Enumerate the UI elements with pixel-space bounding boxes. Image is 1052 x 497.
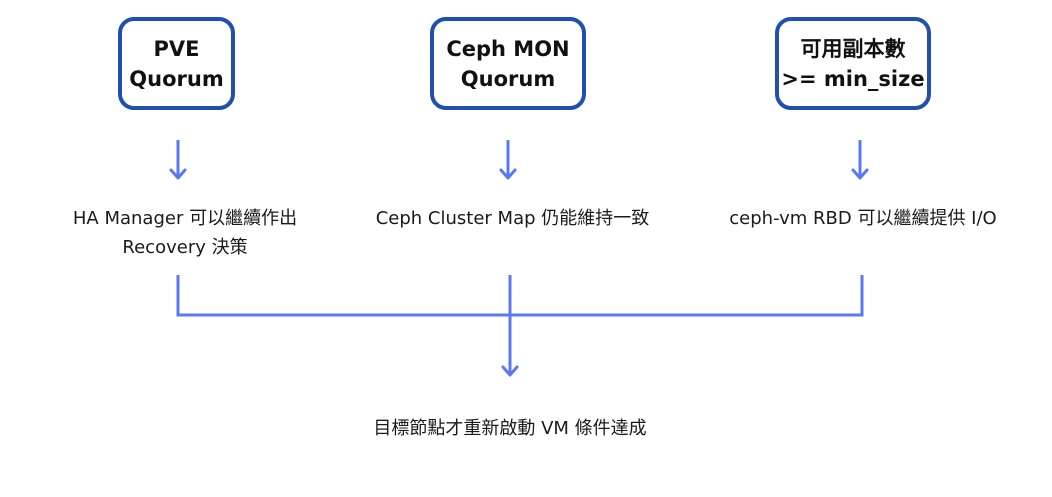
node-size-line-2: >= min_size xyxy=(781,66,925,91)
arrow-mon-to-outcome xyxy=(499,140,517,180)
node-pve-line-2: Quorum xyxy=(129,66,224,91)
final-condition-text: 目標節點才重新啟動 VM 條件達成 xyxy=(373,418,647,439)
outcome-cluster-map: Ceph Cluster Map 仍能維持一致 xyxy=(345,204,680,233)
outcome-size-line-1: ceph-vm RBD 可以繼續提供 I/O xyxy=(729,208,997,229)
node-mon-line-2: Quorum xyxy=(460,66,556,91)
outcome-mon-line-1: Ceph Cluster Map 仍能維持一致 xyxy=(375,208,650,229)
node-pve-quorum: PVE Quorum xyxy=(118,17,235,110)
final-condition: 目標節點才重新啟動 VM 條件達成 xyxy=(290,414,730,443)
node-pve-line-1: PVE xyxy=(153,36,200,61)
node-size-line-1: 可用副本數 xyxy=(800,36,906,61)
outcome-ha-manager: HA Manager 可以繼續作出 Recovery 決策 xyxy=(40,204,330,262)
node-ceph-mon-quorum: Ceph MON Quorum xyxy=(430,17,586,110)
arrow-size-to-outcome xyxy=(851,140,869,180)
outcome-pve-line-1: HA Manager 可以繼續作出 xyxy=(72,208,298,229)
outcome-pve-line-2: Recovery 決策 xyxy=(122,237,248,258)
node-mon-line-1: Ceph MON xyxy=(446,36,570,61)
node-replica-min-size: 可用副本數 >= min_size xyxy=(775,17,931,110)
outcome-rbd-io: ceph-vm RBD 可以繼續提供 I/O xyxy=(700,204,1026,233)
merge-bracket xyxy=(176,275,864,377)
arrow-pve-to-outcome xyxy=(169,140,187,180)
